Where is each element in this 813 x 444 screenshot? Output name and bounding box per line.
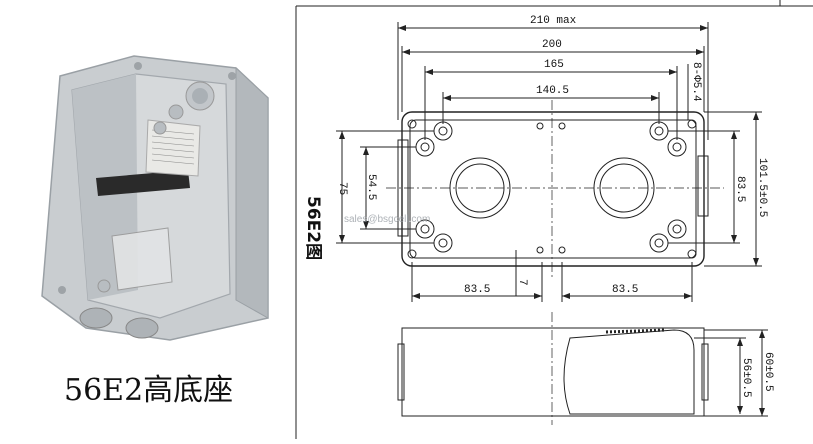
top-dimension-lines bbox=[397, 22, 709, 140]
side-view-right-flange bbox=[701, 343, 709, 401]
dim-side-total: 60±0.5 bbox=[762, 352, 774, 392]
corner-screw bbox=[58, 286, 66, 294]
screw-post bbox=[168, 104, 184, 120]
side-view-left-flange bbox=[397, 343, 405, 401]
din-rail bbox=[96, 170, 190, 196]
screw-post bbox=[97, 279, 111, 293]
dim-bottom-right: 83.5 bbox=[612, 284, 638, 296]
dim-right-height: 83.5 bbox=[734, 176, 746, 202]
bottom-knockout bbox=[79, 307, 113, 329]
dim-total-height: 101.5±0.5 bbox=[756, 158, 768, 217]
side-view-cutaway bbox=[563, 329, 695, 415]
top-view-outline bbox=[401, 111, 705, 267]
center-lines bbox=[386, 100, 724, 425]
knockout-hole bbox=[192, 88, 208, 104]
model-side-label: 56E2图 bbox=[303, 196, 323, 260]
product-caption: 56E2高底座 bbox=[64, 373, 234, 408]
dimension-drawing: 210 max 200 165 140.5 8-Φ5.4 75 54.5 83.… bbox=[295, 0, 813, 439]
technical-drawing-panel: 210 max 200 165 140.5 8-Φ5.4 75 54.5 83.… bbox=[294, 0, 813, 439]
dim-inner-width: 140.5 bbox=[536, 85, 569, 97]
left-dimension-lines bbox=[336, 130, 434, 244]
corner-screw bbox=[134, 62, 142, 70]
bottom-dimension-lines bbox=[411, 250, 693, 302]
dim-mount-width: 165 bbox=[544, 59, 564, 71]
screw-bag bbox=[111, 227, 173, 291]
enclosure-side-wall bbox=[235, 66, 269, 319]
dim-bottom-offset: 7 bbox=[516, 279, 528, 286]
dim-hole-diameter: 8-Φ5.4 bbox=[690, 62, 702, 102]
dim-inner-height-left: 54.5 bbox=[365, 174, 377, 200]
side-view-outline bbox=[401, 327, 705, 417]
dim-bottom-left: 83.5 bbox=[464, 284, 490, 296]
dim-body-width: 200 bbox=[542, 39, 562, 51]
screw-post bbox=[153, 121, 167, 135]
sticker-text-lines bbox=[151, 129, 195, 165]
top-view-inner-outline bbox=[409, 119, 697, 259]
dim-overall-max: 210 max bbox=[530, 15, 577, 27]
dim-left-height: 75 bbox=[336, 182, 348, 195]
corner-screw bbox=[228, 72, 236, 80]
product-photo-panel: 56E2高底座 bbox=[0, 0, 290, 439]
side-dimension-lines bbox=[694, 329, 768, 417]
right-dimension-lines bbox=[668, 111, 762, 267]
right-flange bbox=[697, 155, 709, 217]
dimension-arrows bbox=[339, 25, 765, 416]
enclosure-photo bbox=[41, 55, 269, 341]
watermark-text: sales@bsgcell.com bbox=[344, 214, 430, 225]
dim-side-inner: 56±0.5 bbox=[740, 358, 752, 398]
bottom-knockout bbox=[125, 317, 159, 339]
